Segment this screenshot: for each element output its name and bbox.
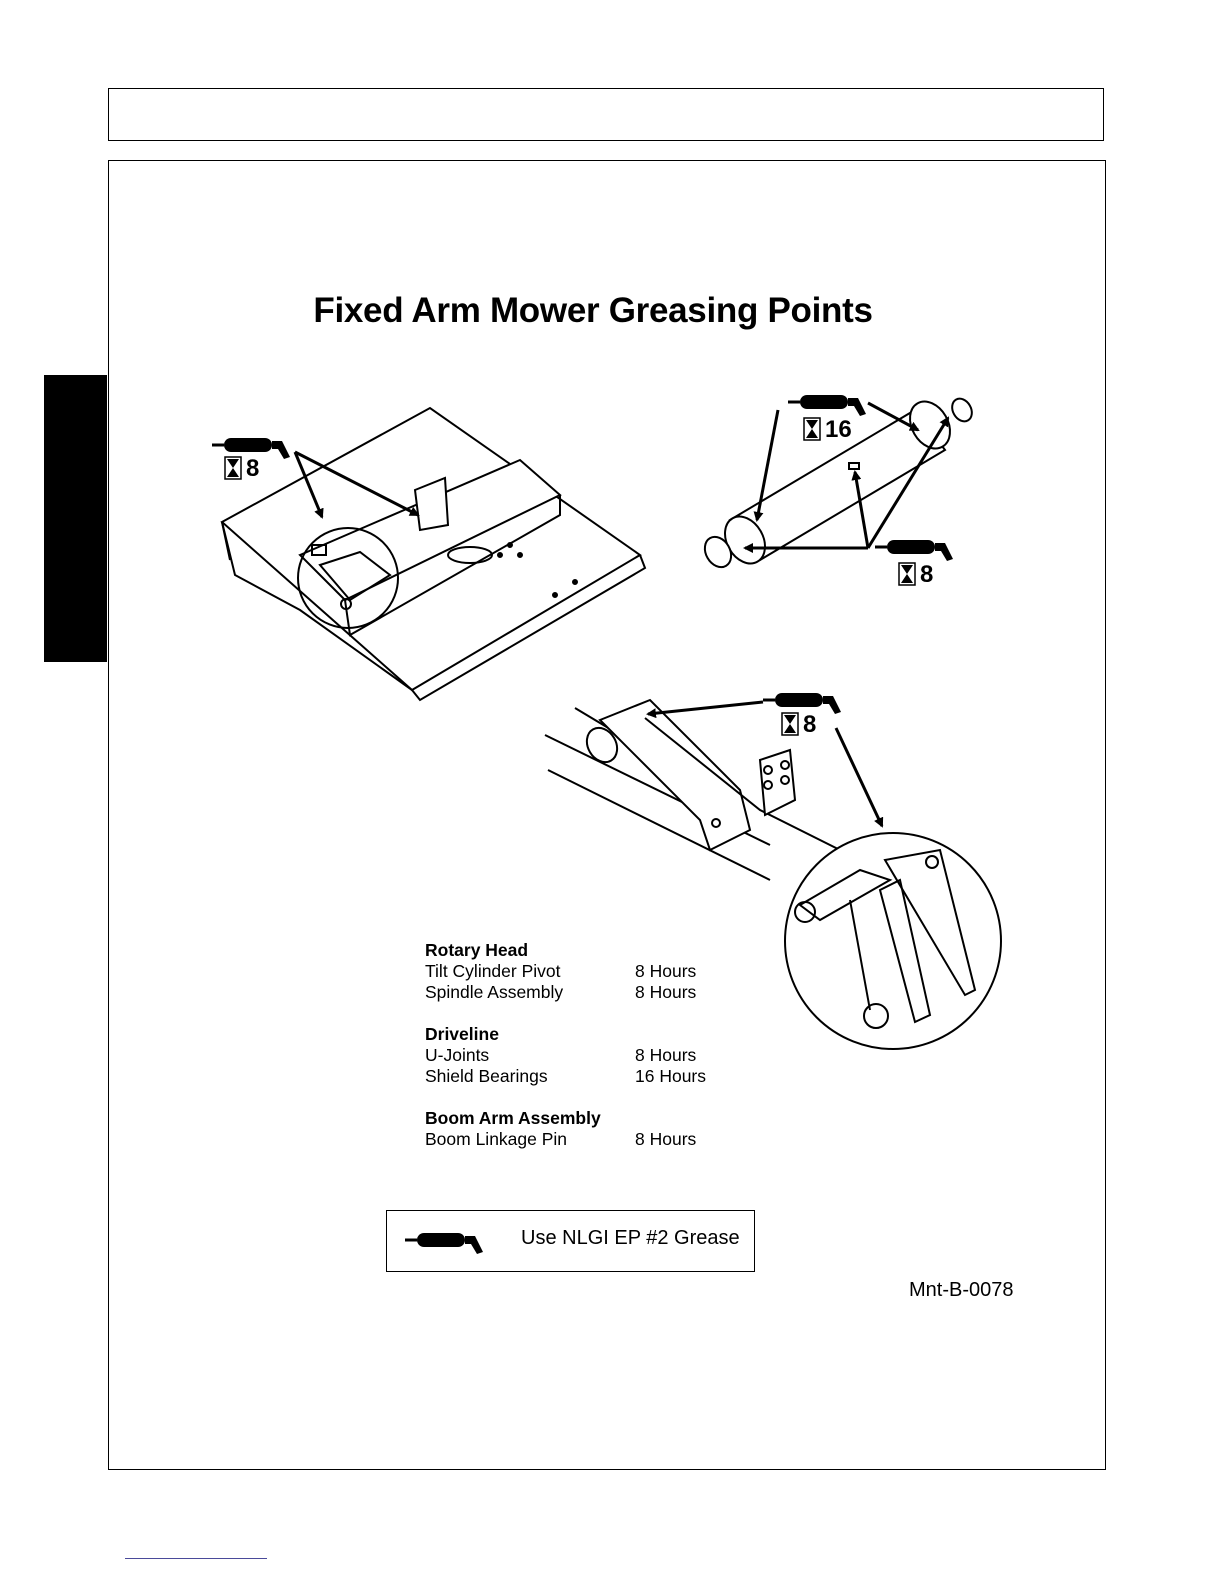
hourglass-icon (804, 418, 820, 440)
item-interval: 8 Hours (635, 982, 696, 1003)
item-name: Boom Linkage Pin (425, 1129, 635, 1150)
item-name: U-Joints (425, 1045, 635, 1066)
schedule-group: Driveline U-Joints 8 Hours Shield Bearin… (425, 1024, 706, 1087)
hourglass-icon (782, 713, 798, 735)
item-name: Tilt Cylinder Pivot (425, 961, 635, 982)
item-interval: 8 Hours (635, 1045, 696, 1066)
item-interval: 8 Hours (635, 961, 696, 982)
grease-gun-icon (788, 395, 866, 416)
hourglass-icon (225, 457, 241, 479)
boom-interval-label: 8 (803, 711, 816, 739)
group-heading: Boom Arm Assembly (425, 1108, 706, 1129)
callout-arrow (836, 728, 882, 826)
callout-arrow (648, 702, 763, 714)
group-heading: Driveline (425, 1024, 706, 1045)
legend-text: Use NLGI EP #2 Grease (521, 1227, 740, 1250)
schedule-group: Rotary Head Tilt Cylinder Pivot 8 Hours … (425, 940, 706, 1003)
group-heading: Rotary Head (425, 940, 706, 961)
grease-legend: Use NLGI EP #2 Grease (386, 1210, 755, 1272)
grease-gun-icon (763, 693, 841, 714)
schedule-row: Tilt Cylinder Pivot 8 Hours (425, 961, 706, 982)
item-name: Shield Bearings (425, 1066, 635, 1087)
schedule-row: U-Joints 8 Hours (425, 1045, 706, 1066)
deck-interval-label: 8 (246, 455, 259, 483)
driveline-ujoint-interval-label: 8 (920, 561, 933, 589)
schedule-row: Spindle Assembly 8 Hours (425, 982, 706, 1003)
item-interval: 16 Hours (635, 1066, 706, 1087)
schedule-group: Boom Arm Assembly Boom Linkage Pin 8 Hou… (425, 1108, 706, 1150)
driveline-shield-interval-label: 16 (825, 416, 852, 444)
schedule-row: Boom Linkage Pin 8 Hours (425, 1129, 706, 1150)
item-name: Spindle Assembly (425, 982, 635, 1003)
figure-reference: Mnt-B-0078 (909, 1279, 1014, 1302)
schedule-row: Shield Bearings 16 Hours (425, 1066, 706, 1087)
grease-schedule: Rotary Head Tilt Cylinder Pivot 8 Hours … (425, 940, 706, 1171)
grease-gun-icon (875, 540, 953, 561)
hourglass-icon (899, 563, 915, 585)
item-interval: 8 Hours (635, 1129, 696, 1150)
